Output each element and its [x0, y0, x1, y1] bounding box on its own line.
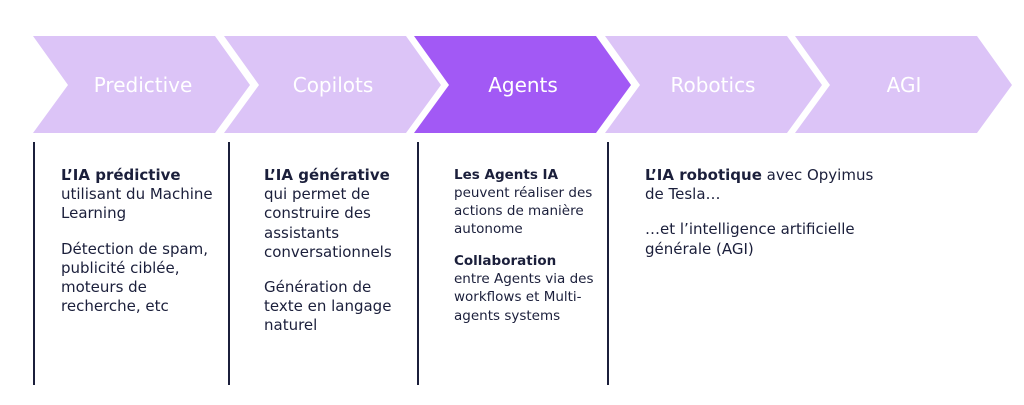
agents-intro-rest: peuvent réaliser des actions de manière … [454, 185, 593, 238]
agents-collab-rest: entre Agents via des workflows et Multi-… [454, 271, 594, 324]
agents-collab-bold: Collaboration [454, 253, 557, 270]
stage-chevron-copilots [224, 36, 441, 133]
robotics-intro: L’IA robotique avec Opyimus de Tesla… [645, 166, 885, 204]
agents-intro-bold: Les Agents IA [454, 167, 559, 183]
agents-text: Les Agents IA peuvent réaliser des actio… [454, 166, 602, 339]
stage-label-predictive: Predictive [94, 73, 193, 97]
copilots-intro: L’IA générative qui permet de construire… [264, 166, 412, 262]
robotics-agi: …et l’intelligence artificielle générale… [645, 220, 855, 258]
stage-chevron-agents [414, 36, 631, 133]
column-agents: Les Agents IA peuvent réaliser des actio… [417, 142, 607, 385]
predictive-intro: L’IA prédictive utilisant du Machine Lea… [61, 166, 221, 224]
stage-chevron-robotics [605, 36, 822, 133]
agents-intro: Les Agents IA peuvent réaliser des actio… [454, 166, 602, 238]
agents-collab: Collaboration entre Agents via des workf… [454, 252, 602, 324]
copilots-examples: Génération de texte en langage naturel [264, 277, 392, 335]
stage-label-agi: AGI [887, 73, 922, 97]
copilots-intro-rest: qui permet de construire des assistants … [264, 185, 392, 261]
robotics-intro-bold: L’IA robotique [645, 166, 762, 184]
stage-chevron-predictive [33, 36, 250, 133]
stage-chevron-row: Predictive Copilots Agents Robotics AGI [33, 36, 1012, 133]
column-copilots: L’IA générative qui permet de construire… [228, 142, 418, 385]
stage-label-agents: Agents [488, 73, 558, 97]
column-robotics: L’IA robotique avec Opyimus de Tesla… …e… [607, 142, 907, 385]
predictive-examples: Détection de spam, publicité ciblée, mot… [61, 239, 209, 316]
column-predictive: L’IA prédictive utilisant du Machine Lea… [33, 142, 223, 385]
copilots-text: L’IA générative qui permet de construire… [264, 166, 412, 352]
stage-chevron-agi [795, 36, 1012, 133]
predictive-intro-bold: L’IA prédictive [61, 166, 181, 184]
stage-label-copilots: Copilots [293, 73, 374, 97]
robotics-text: L’IA robotique avec Opyimus de Tesla… …e… [645, 166, 885, 275]
stage-label-robotics: Robotics [671, 73, 756, 97]
predictive-text: L’IA prédictive utilisant du Machine Lea… [61, 166, 221, 332]
predictive-intro-rest: utilisant du Machine Learning [61, 185, 213, 223]
copilots-intro-bold: L’IA générative [264, 166, 390, 184]
robotics-intro-rest: avec Opyimus de Tesla… [645, 166, 874, 204]
